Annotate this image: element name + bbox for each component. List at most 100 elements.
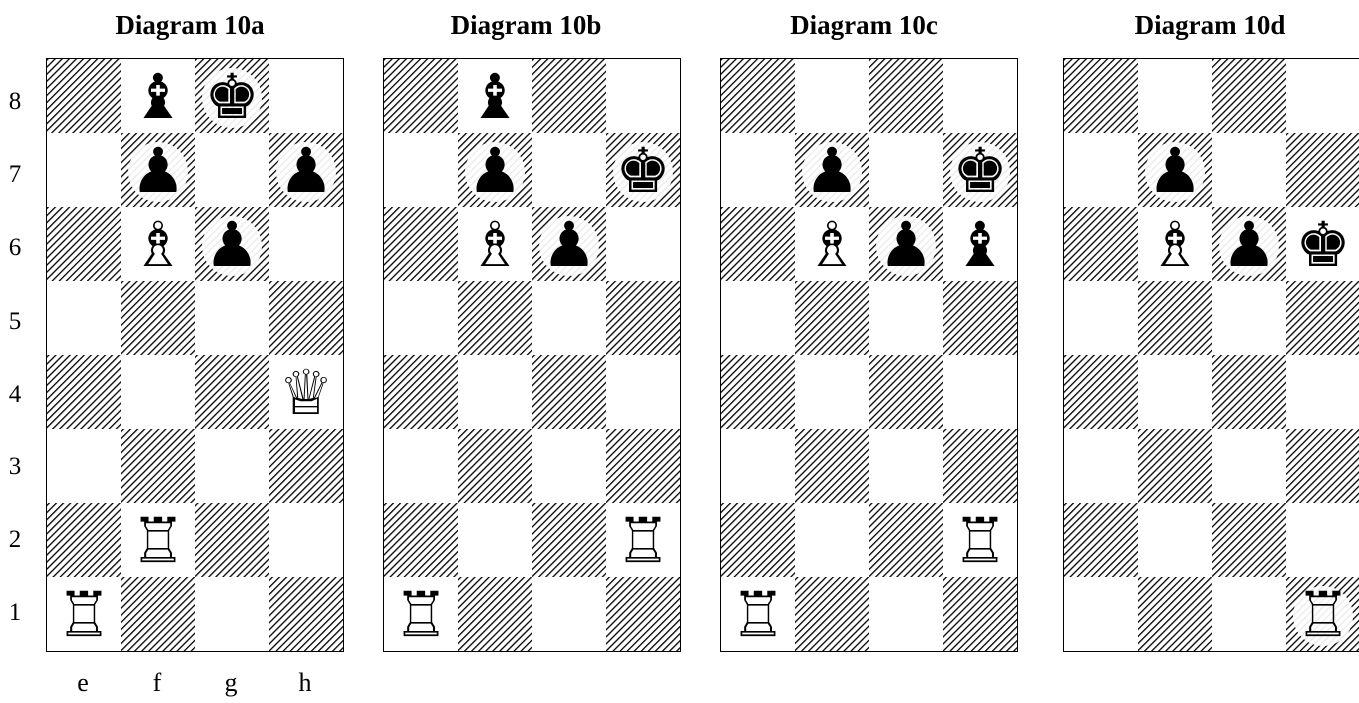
black-pawn-g6: ♟ — [878, 208, 934, 281]
square-g5 — [532, 281, 606, 355]
square-h1 — [943, 577, 1017, 651]
square-f4 — [1138, 355, 1212, 429]
black-pawn-f7: ♟ — [130, 134, 186, 207]
file-label-e: e — [46, 668, 120, 698]
square-h5 — [269, 281, 343, 355]
square-h7 — [1286, 133, 1359, 207]
black-pawn-g6: ♟ — [1221, 208, 1277, 281]
square-h5 — [1286, 281, 1359, 355]
square-e7 — [47, 133, 121, 207]
white-bishop-f6: ♗ — [804, 208, 860, 281]
square-e5 — [721, 281, 795, 355]
square-g3 — [532, 429, 606, 503]
square-h1 — [606, 577, 680, 651]
square-g1 — [869, 577, 943, 651]
square-e7 — [384, 133, 458, 207]
square-h8 — [606, 59, 680, 133]
square-h3 — [269, 429, 343, 503]
square-e8 — [1064, 59, 1138, 133]
black-pawn-g6: ♟ — [541, 208, 597, 281]
black-king-h7: ♚ — [952, 134, 1008, 207]
square-g5 — [1212, 281, 1286, 355]
square-g1 — [195, 577, 269, 651]
square-g1 — [1212, 577, 1286, 651]
file-label-h: h — [268, 668, 342, 698]
square-e5 — [1064, 281, 1138, 355]
rank-label-4: 4 — [0, 358, 30, 431]
square-f2 — [1138, 503, 1212, 577]
square-g7 — [1212, 133, 1286, 207]
chess-board-10c: ♟♚♗♟♝♖♖ — [720, 58, 1018, 652]
black-bishop-h6: ♝ — [952, 208, 1008, 281]
square-h3 — [943, 429, 1017, 503]
square-h4 — [943, 355, 1017, 429]
square-g7 — [869, 133, 943, 207]
white-bishop-f6: ♗ — [130, 208, 186, 281]
black-pawn-f7: ♟ — [804, 134, 860, 207]
square-e6 — [721, 207, 795, 281]
square-g8 — [1212, 59, 1286, 133]
square-g4 — [195, 355, 269, 429]
file-label-f: f — [120, 668, 194, 698]
file-label-g: g — [194, 668, 268, 698]
black-pawn-f7: ♟ — [1147, 134, 1203, 207]
square-f4 — [458, 355, 532, 429]
square-h2 — [269, 503, 343, 577]
square-f5 — [458, 281, 532, 355]
square-e3 — [721, 429, 795, 503]
square-f4 — [795, 355, 869, 429]
square-h4 — [1286, 355, 1359, 429]
black-bishop-f8: ♝ — [467, 60, 523, 133]
diagram-10a-title: Diagram 10a — [40, 8, 340, 42]
square-h8 — [269, 59, 343, 133]
square-e4 — [384, 355, 458, 429]
square-f3 — [1138, 429, 1212, 503]
square-e2 — [47, 503, 121, 577]
square-e5 — [384, 281, 458, 355]
square-g8 — [869, 59, 943, 133]
square-e4 — [721, 355, 795, 429]
square-f3 — [795, 429, 869, 503]
rank-label-2: 2 — [0, 503, 30, 576]
square-g4 — [1212, 355, 1286, 429]
black-king-h7: ♚ — [615, 134, 671, 207]
square-e3 — [47, 429, 121, 503]
square-e6 — [384, 207, 458, 281]
white-rook-h2: ♖ — [615, 504, 671, 577]
square-f5 — [1138, 281, 1212, 355]
square-e7 — [721, 133, 795, 207]
diagram-10b-title: Diagram 10b — [376, 8, 676, 42]
square-e6 — [47, 207, 121, 281]
square-f1 — [795, 577, 869, 651]
white-rook-h2: ♖ — [952, 504, 1008, 577]
rank-label-8: 8 — [0, 65, 30, 138]
white-rook-f2: ♖ — [130, 504, 186, 577]
square-h6 — [269, 207, 343, 281]
diagram-10d-title: Diagram 10d — [1060, 8, 1359, 42]
square-e8 — [47, 59, 121, 133]
square-f1 — [458, 577, 532, 651]
square-g2 — [1212, 503, 1286, 577]
black-pawn-f7: ♟ — [467, 134, 523, 207]
square-h8 — [1286, 59, 1359, 133]
white-rook-e1: ♖ — [730, 578, 786, 651]
black-king-g8: ♚ — [204, 60, 260, 133]
diagram-10c-title: Diagram 10c — [714, 8, 1014, 42]
square-e2 — [721, 503, 795, 577]
square-h3 — [606, 429, 680, 503]
square-e7 — [1064, 133, 1138, 207]
square-e2 — [1064, 503, 1138, 577]
black-king-h6: ♚ — [1295, 208, 1351, 281]
square-f5 — [795, 281, 869, 355]
black-pawn-h7: ♟ — [278, 134, 334, 207]
square-g2 — [869, 503, 943, 577]
square-f5 — [121, 281, 195, 355]
chess-board-10d: ♟♗♟♚♖ — [1063, 58, 1359, 652]
black-pawn-g6: ♟ — [204, 208, 260, 281]
rank-label-5: 5 — [0, 285, 30, 358]
rank-label-7: 7 — [0, 138, 30, 211]
square-g3 — [195, 429, 269, 503]
square-e2 — [384, 503, 458, 577]
white-rook-h1: ♖ — [1295, 578, 1351, 651]
square-g4 — [869, 355, 943, 429]
